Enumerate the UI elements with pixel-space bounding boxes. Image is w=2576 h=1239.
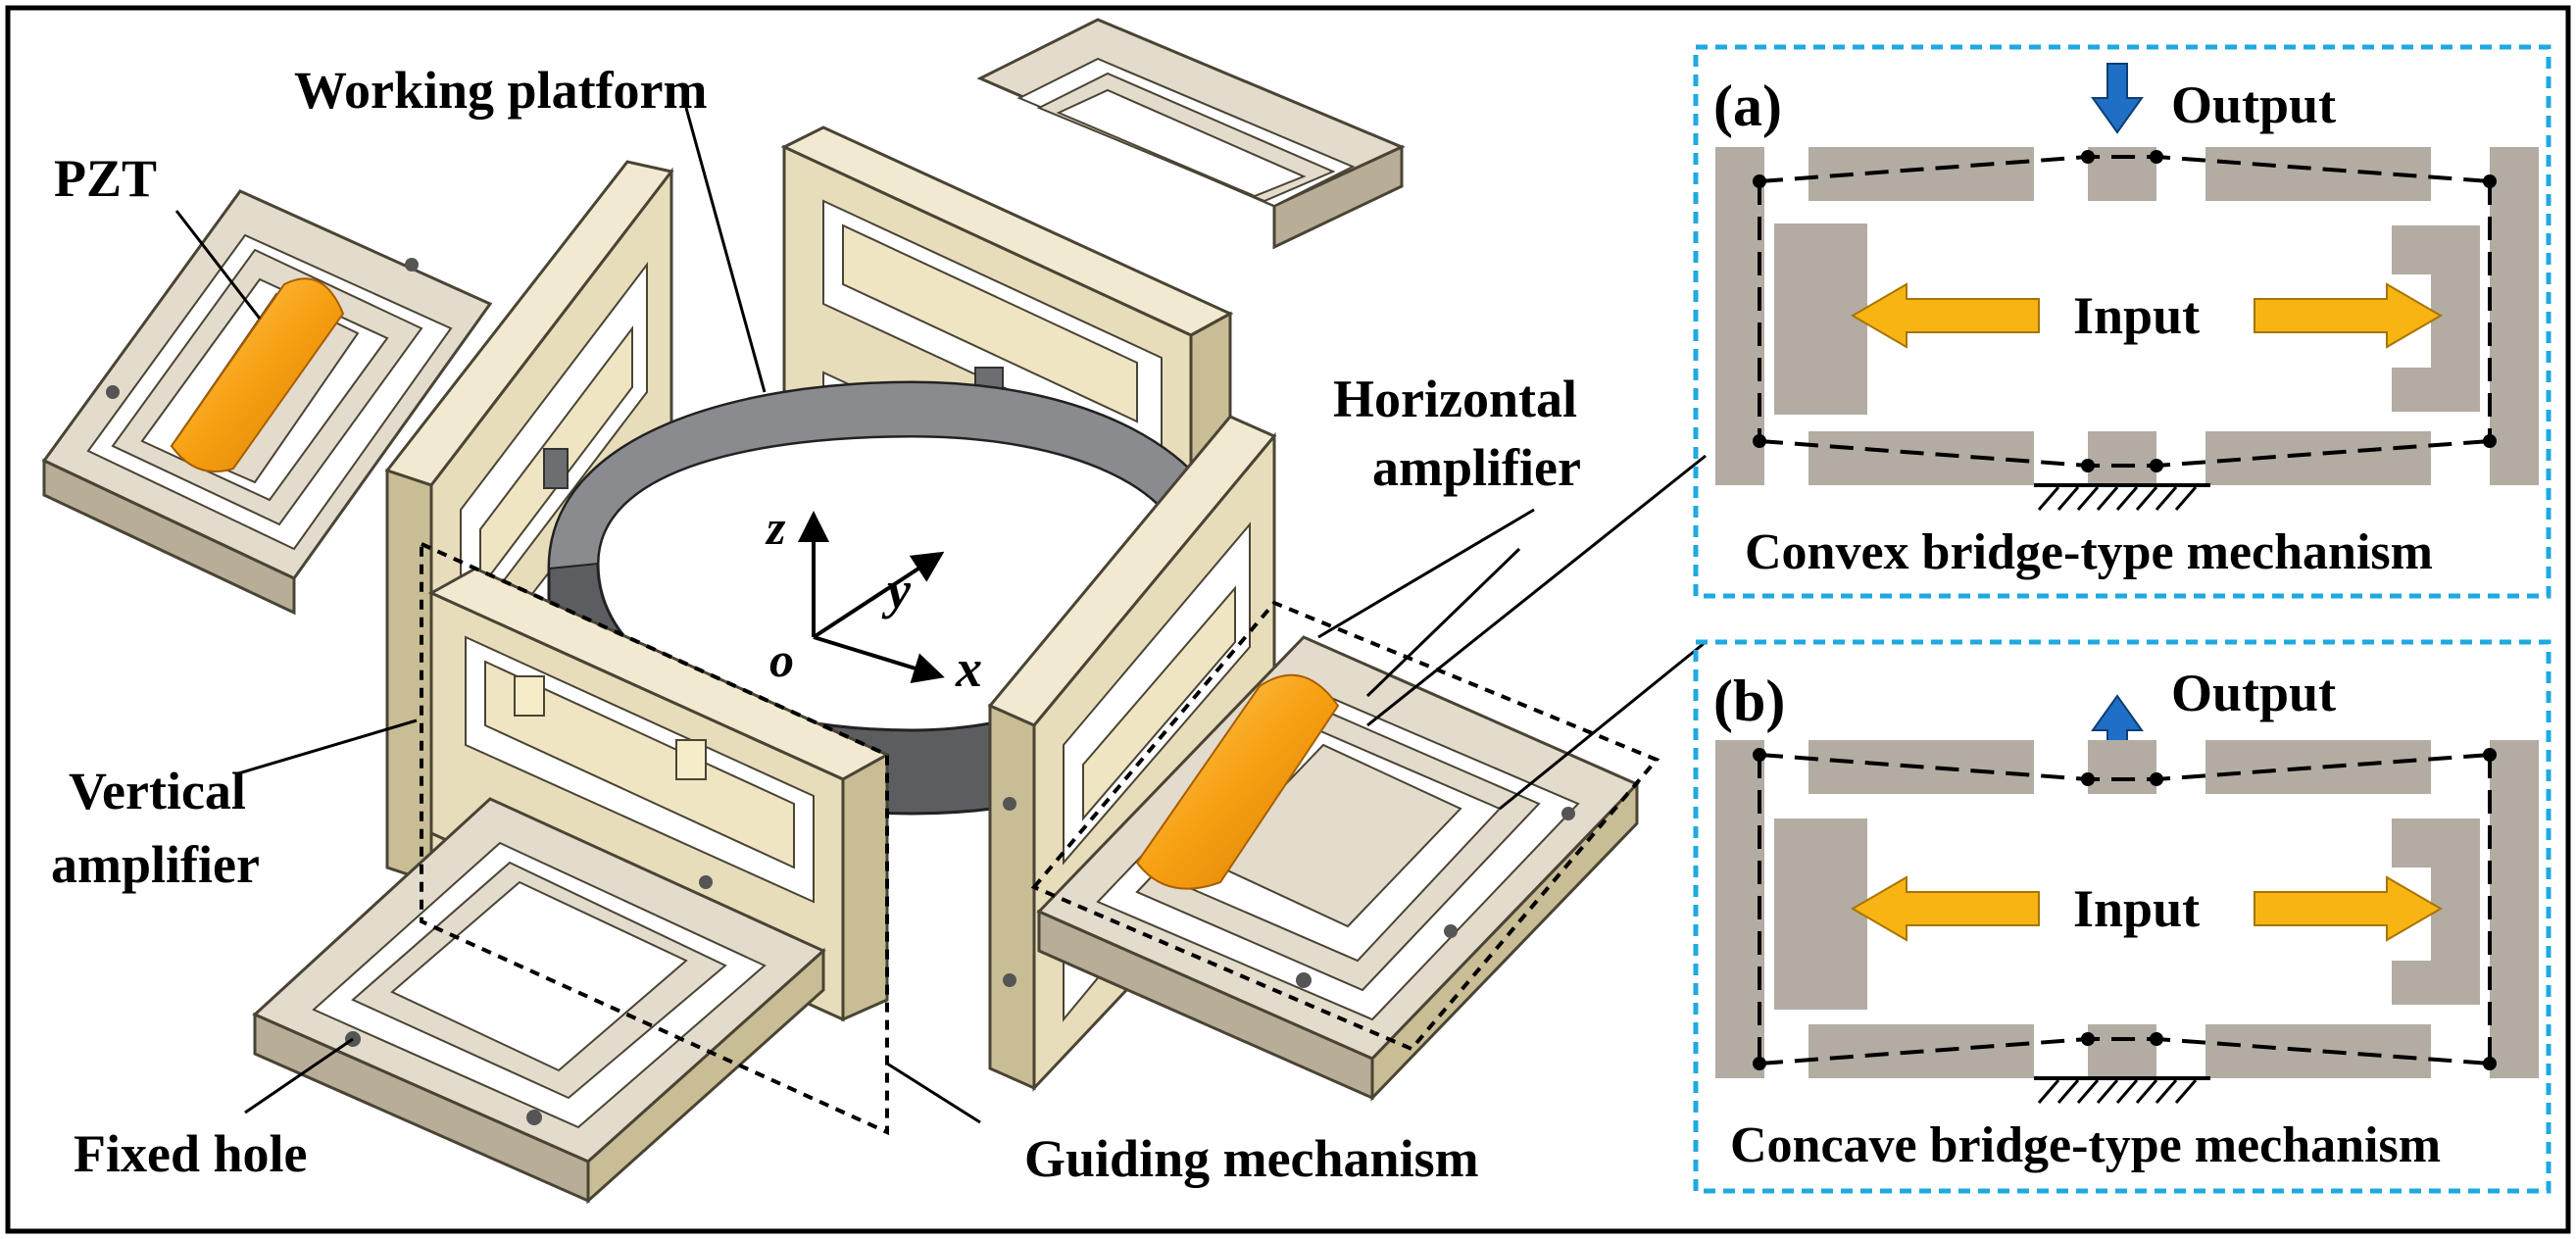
panel-b-input: Input — [2073, 879, 2200, 938]
output-arrow-down-icon — [2091, 63, 2144, 134]
pzt-right — [1135, 673, 1340, 890]
panel-b-caption: Concave bridge-type mechanism — [1730, 1117, 2441, 1173]
panel-a-input: Input — [2073, 286, 2200, 345]
label-horizontal-amplifier-2: amplifier — [1372, 438, 1581, 497]
input-arrow-left-icon — [1851, 282, 2040, 349]
stage-assembly: z y x o — [41, 18, 1660, 1205]
label-horizontal-amplifier-1: Horizontal — [1333, 370, 1577, 428]
panel-b: (b) Output — [1693, 639, 2551, 1194]
panel-b-border — [1693, 639, 2551, 1194]
panel-a-border — [1693, 44, 2551, 599]
panel-b-output: Output — [2171, 664, 2336, 722]
label-vertical-amplifier-1: Vertical — [69, 762, 246, 820]
horizontal-amplifier-left — [41, 189, 493, 616]
panel-a-output: Output — [2171, 75, 2336, 134]
axis-z-label: z — [765, 500, 786, 555]
leader-lines — [174, 107, 1707, 1124]
horizontal-amplifier-right — [1036, 635, 1640, 1102]
label-vertical-amplifier-2: amplifier — [51, 835, 260, 894]
panel-a: (a) Output — [1693, 44, 2551, 599]
pzt-left — [170, 277, 345, 473]
input-arrow-right-icon — [2254, 282, 2443, 349]
panel-b-tag: (b) — [1713, 669, 1785, 733]
input-arrow-left-icon — [1851, 875, 2040, 942]
label-working-platform: Working platform — [294, 61, 708, 120]
axis-origin-label: o — [769, 632, 794, 687]
label-pzt: PZT — [54, 149, 157, 208]
label-fixed-hole: Fixed hole — [74, 1124, 308, 1183]
axis-x-label: x — [955, 639, 982, 698]
horizontal-amplifier-outline — [1030, 600, 1660, 1052]
axis-y-label: y — [881, 561, 912, 620]
figure-border — [5, 5, 2571, 1234]
input-arrow-right-icon — [2254, 875, 2443, 942]
panel-a-caption: Convex bridge-type mechanism — [1745, 524, 2433, 580]
panel-a-tag: (a) — [1713, 74, 1782, 138]
horizontal-amplifier-back — [976, 18, 1406, 250]
vertical-amplifier-outline — [420, 540, 889, 1136]
label-guiding-mechanism: Guiding mechanism — [1024, 1129, 1479, 1188]
horizontal-amplifier-front — [252, 797, 826, 1205]
coordinate-axes: z y x o — [765, 500, 982, 698]
